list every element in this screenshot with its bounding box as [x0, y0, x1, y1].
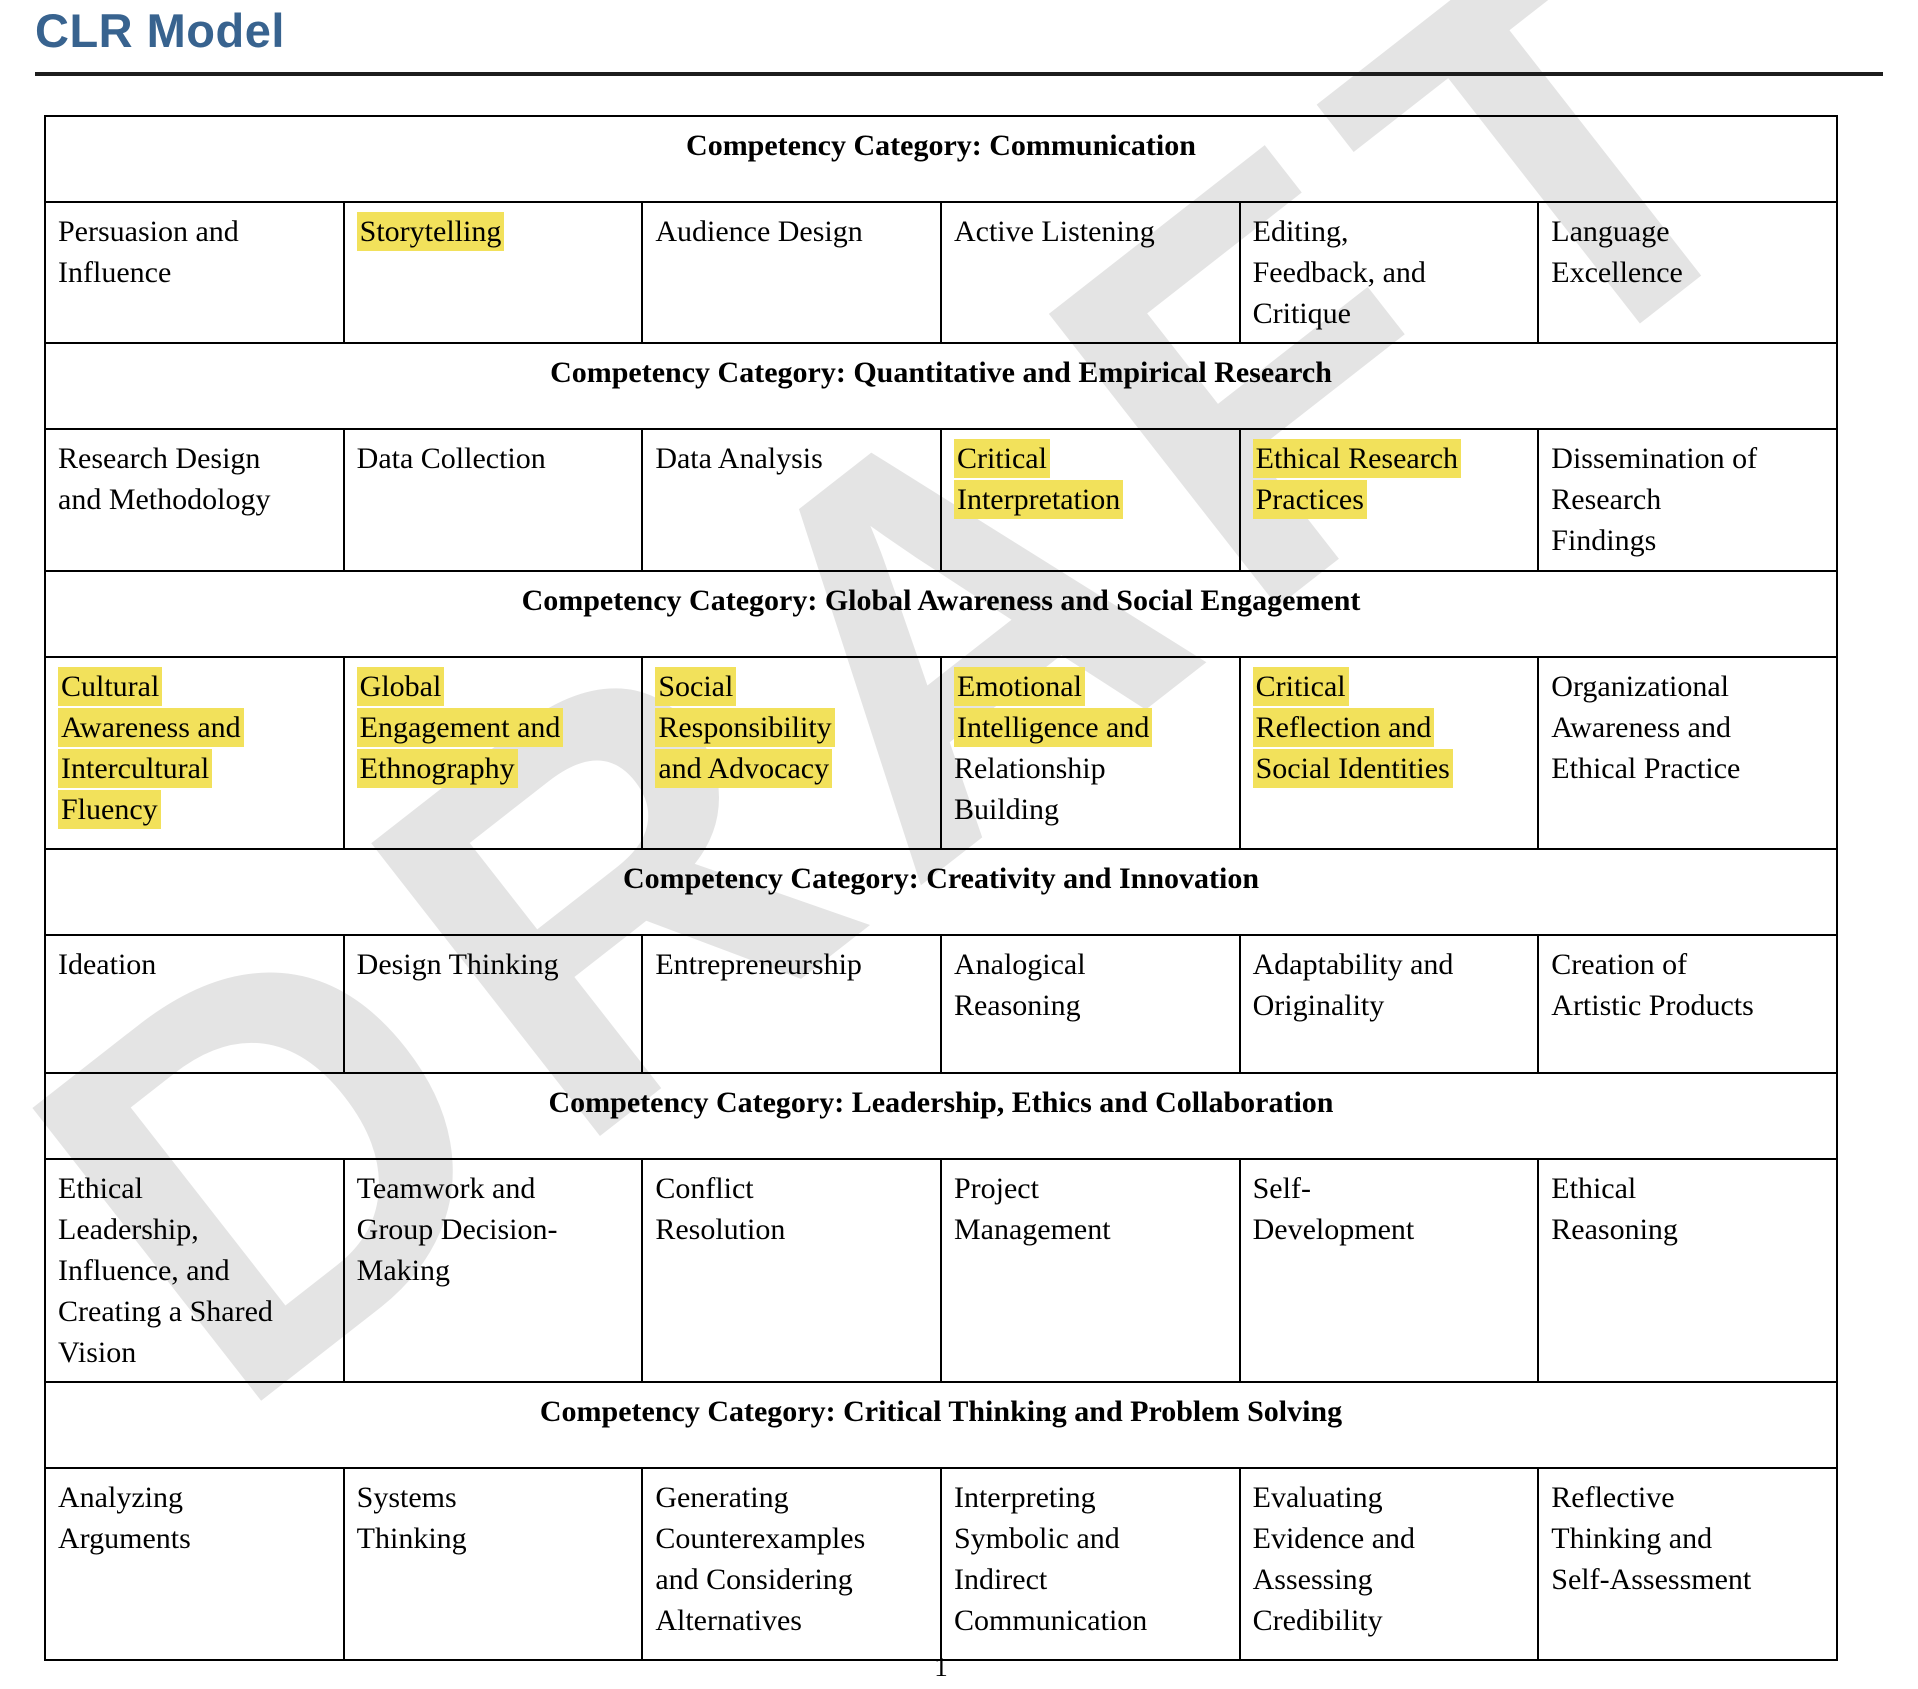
- cell-text: Conflict Resolution: [655, 1172, 786, 1246]
- highlighted-text: Global Engagement and Ethnography: [356, 667, 564, 788]
- competency-cell: Analogical Reasoning: [939, 934, 1241, 1074]
- competency-cell: Design Thinking: [342, 934, 644, 1074]
- cell-text: Research Design and Methodology: [58, 442, 271, 516]
- competency-cell: Self- Development: [1238, 1158, 1540, 1383]
- cell-text: Dissemination of Research Findings: [1551, 442, 1758, 557]
- cell-text: Editing, Feedback, and Critique: [1252, 215, 1426, 330]
- category-header-creativity: Competency Category: Creativity and Inno…: [44, 848, 1838, 936]
- category-header-leadership: Competency Category: Leadership, Ethics …: [44, 1072, 1838, 1160]
- cell-text: Teamwork and Group Decision- Making: [356, 1172, 558, 1287]
- competency-cell: Project Management: [939, 1158, 1241, 1383]
- highlighted-text: Critical Interpretation: [953, 439, 1124, 519]
- competency-cell: Critical Interpretation: [939, 428, 1241, 572]
- competency-cell: Interpreting Symbolic and Indirect Commu…: [939, 1467, 1241, 1661]
- cell-text: Creation of Artistic Products: [1551, 948, 1754, 1022]
- cell-text: Reflective Thinking and Self-Assessment: [1551, 1481, 1752, 1596]
- competency-cell: Entrepreneurship: [641, 934, 942, 1074]
- competency-cell: Generating Counterexamples and Consideri…: [641, 1467, 942, 1661]
- cell-text: Ethical Reasoning: [1551, 1172, 1678, 1246]
- highlighted-text: Ethical Research Practices: [1252, 439, 1462, 519]
- cell-text: Ethical Leadership, Influence, and Creat…: [58, 1172, 273, 1369]
- cell-text: Adaptability and Originality: [1252, 948, 1454, 1022]
- competency-cell: Audience Design: [641, 201, 942, 344]
- competency-cell: Conflict Resolution: [641, 1158, 942, 1383]
- page-title: CLR Model: [35, 4, 285, 57]
- cell-text: Data Analysis: [655, 442, 823, 475]
- competency-cell: Reflective Thinking and Self-Assessment: [1537, 1467, 1838, 1661]
- competency-cell: Emotional Intelligence and Relationship …: [939, 656, 1241, 850]
- highlighted-text: Social Responsibility and Advocacy: [655, 667, 835, 788]
- competency-cell: Global Engagement and Ethnography: [342, 656, 644, 850]
- competency-cell: Systems Thinking: [342, 1467, 644, 1661]
- cell-text: Ideation: [58, 948, 157, 981]
- competency-cell: Evaluating Evidence and Assessing Credib…: [1238, 1467, 1540, 1661]
- competency-cell: Ethical Reasoning: [1537, 1158, 1838, 1383]
- category-header-communication: Competency Category: Communication: [44, 115, 1838, 203]
- cell-text: Self- Development: [1252, 1172, 1415, 1246]
- cell-text: Persuasion and Influence: [58, 215, 239, 289]
- highlighted-text: Storytelling: [356, 212, 505, 251]
- cell-text: Audience Design: [655, 215, 863, 248]
- competency-cell: Data Analysis: [641, 428, 942, 572]
- cell-text: Analogical Reasoning: [953, 948, 1086, 1022]
- highlighted-text: Cultural Awareness and Intercultural Flu…: [58, 667, 244, 829]
- cell-text: Design Thinking: [356, 948, 559, 981]
- cell-text: Systems Thinking: [356, 1481, 467, 1555]
- category-header-global-awareness: Competency Category: Global Awareness an…: [44, 570, 1838, 658]
- highlighted-text: Emotional Intelligence and: [953, 667, 1153, 747]
- cell-text: Interpreting Symbolic and Indirect Commu…: [953, 1481, 1148, 1637]
- cell-text: Project Management: [953, 1172, 1111, 1246]
- cell-text: Entrepreneurship: [655, 948, 862, 981]
- competency-cell: Adaptability and Originality: [1238, 934, 1540, 1074]
- cell-text: Language Excellence: [1551, 215, 1683, 289]
- cell-text: Evaluating Evidence and Assessing Credib…: [1252, 1481, 1416, 1637]
- competency-cell: Data Collection: [342, 428, 644, 572]
- title-underline: [35, 72, 1883, 76]
- highlighted-text: Critical Reflection and Social Identitie…: [1252, 667, 1453, 788]
- competency-cell: Creation of Artistic Products: [1537, 934, 1838, 1074]
- competency-cell: Storytelling: [342, 201, 644, 344]
- cell-text: Analyzing Arguments: [58, 1481, 191, 1555]
- competency-cell: Social Responsibility and Advocacy: [641, 656, 942, 850]
- competency-cell: Organizational Awareness and Ethical Pra…: [1537, 656, 1838, 850]
- competency-cell: Persuasion and Influence: [44, 201, 345, 344]
- competency-cell: Language Excellence: [1537, 201, 1838, 344]
- cell-text: Data Collection: [356, 442, 546, 475]
- cell-text: Active Listening: [953, 215, 1155, 248]
- cell-text: Organizational Awareness and Ethical Pra…: [1551, 670, 1741, 785]
- page-number: 1: [934, 1652, 948, 1682]
- cell-text: Relationship Building: [953, 752, 1106, 826]
- competency-cell: Active Listening: [939, 201, 1241, 344]
- competency-cell: Ideation: [44, 934, 345, 1074]
- category-header-quantitative-research: Competency Category: Quantitative and Em…: [44, 342, 1838, 430]
- category-header-critical-thinking: Competency Category: Critical Thinking a…: [44, 1381, 1838, 1469]
- competency-cell: Analyzing Arguments: [44, 1467, 345, 1661]
- competency-cell: Teamwork and Group Decision- Making: [342, 1158, 644, 1383]
- competency-cell: Critical Reflection and Social Identitie…: [1238, 656, 1540, 850]
- competency-cell: Ethical Leadership, Influence, and Creat…: [44, 1158, 345, 1383]
- competency-cell: Cultural Awareness and Intercultural Flu…: [44, 656, 345, 850]
- clr-model-table: Competency Category: Communication Persu…: [44, 115, 1838, 1661]
- competency-cell: Editing, Feedback, and Critique: [1238, 201, 1540, 344]
- competency-cell: Dissemination of Research Findings: [1537, 428, 1838, 572]
- cell-text: Generating Counterexamples and Consideri…: [655, 1481, 866, 1637]
- competency-cell: Research Design and Methodology: [44, 428, 345, 572]
- competency-cell: Ethical Research Practices: [1238, 428, 1540, 572]
